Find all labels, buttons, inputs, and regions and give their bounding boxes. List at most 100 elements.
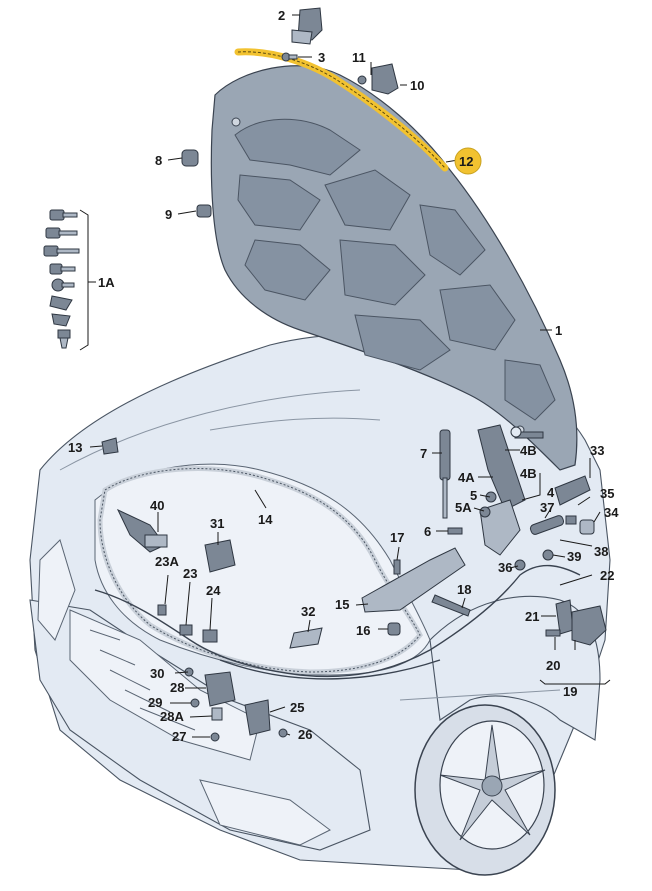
callout-23A: 23A <box>155 554 179 569</box>
callout-25: 25 <box>290 700 304 715</box>
cover-cap <box>204 539 236 573</box>
callout-1A: 1A <box>98 275 115 290</box>
hood-panel <box>210 65 578 471</box>
callout-11: 11 <box>352 50 366 65</box>
bolt-icon <box>357 75 367 85</box>
bolt-icon <box>447 527 463 535</box>
clip-23a <box>157 604 167 616</box>
callout-40: 40 <box>150 498 164 513</box>
release-cable <box>94 564 581 678</box>
bracket-23 <box>179 624 193 636</box>
callout-19: 19 <box>563 684 577 699</box>
bracket-33 <box>554 475 591 506</box>
callout-labels: 2 3 11 10 12 8 9 1A 1 13 7 4B 33 4A 4B 4… <box>68 8 619 744</box>
callout-12-highlight-badge <box>454 147 482 175</box>
callout-37: 37 <box>540 500 554 515</box>
callout-16: 16 <box>356 623 370 638</box>
callout-10: 10 <box>410 78 424 93</box>
callout-33: 33 <box>590 443 604 458</box>
callout-23: 23 <box>183 566 197 581</box>
hood-lock <box>204 671 236 721</box>
buffer-stop-icon <box>196 204 212 218</box>
callout-15: 15 <box>335 597 349 612</box>
callout-7: 7 <box>420 446 427 461</box>
bolt-icon <box>545 629 561 637</box>
gas-strut <box>439 429 451 519</box>
rubber-buffer-icon <box>181 149 199 167</box>
bolt-icon <box>281 52 298 62</box>
callout-32: 32 <box>301 604 315 619</box>
callout-9: 9 <box>165 207 172 222</box>
lock-cylinder <box>529 515 565 535</box>
callout-8: 8 <box>155 153 162 168</box>
callout-29: 29 <box>148 695 162 710</box>
clip-18 <box>431 594 471 617</box>
callout-4: 4 <box>547 485 555 500</box>
clip-36 <box>514 559 526 571</box>
washer-icon <box>510 426 522 438</box>
callout-12: 12 <box>459 154 473 169</box>
screw-icon <box>51 278 75 292</box>
callout-20: 20 <box>546 658 560 673</box>
cover-strip <box>361 547 466 613</box>
callout-13: 13 <box>68 440 82 455</box>
callout-5A: 5A <box>455 500 472 515</box>
callout-14: 14 <box>258 512 273 527</box>
bolt-icon <box>485 491 497 503</box>
buffer-34 <box>579 519 595 535</box>
callout-24: 24 <box>206 583 221 598</box>
hood-seal-strip-outline <box>237 51 446 169</box>
front-wheel <box>414 704 556 876</box>
callout-3: 3 <box>318 50 325 65</box>
callout-38: 38 <box>594 544 608 559</box>
callout-2: 2 <box>278 8 285 23</box>
callout-4B-upper: 4B <box>520 443 537 458</box>
leader-lines <box>89 14 611 738</box>
callout-28: 28 <box>170 680 184 695</box>
bolt-icon <box>278 728 288 738</box>
release-cable-secondary <box>219 659 441 680</box>
callout-21: 21 <box>525 609 539 624</box>
callout-34: 34 <box>604 505 619 520</box>
callout-36: 36 <box>498 560 512 575</box>
bolt-icon <box>210 732 220 742</box>
hood-striker <box>371 63 399 95</box>
callout-30: 30 <box>150 666 164 681</box>
hood-inner-panels <box>231 117 556 435</box>
callout-6: 6 <box>424 524 431 539</box>
bracket-25 <box>244 699 271 736</box>
engine-bay-seal-edge <box>99 468 421 673</box>
bolt-icon <box>190 698 200 708</box>
callout-27: 27 <box>172 729 186 744</box>
callout-17: 17 <box>390 530 404 545</box>
bolt-icon <box>393 559 401 575</box>
clip-35 <box>565 515 577 525</box>
callout-5: 5 <box>470 488 477 503</box>
callout-22: 22 <box>600 568 614 583</box>
bolt-icon <box>542 549 554 561</box>
bolt-icon <box>43 245 80 257</box>
lock-unit-right <box>555 599 607 646</box>
callout-35: 35 <box>600 486 614 501</box>
hood-hinge-upper <box>291 7 323 45</box>
callout-31: 31 <box>210 516 224 531</box>
clip-icon <box>51 313 71 327</box>
front-bumper <box>29 539 371 851</box>
clip-icon <box>101 437 119 455</box>
nut-icon <box>479 506 491 518</box>
callout-26: 26 <box>298 727 312 742</box>
callout-4B-lower: 4B <box>520 466 537 481</box>
release-lever <box>116 508 168 553</box>
buffer-16 <box>387 622 401 636</box>
fastener-set-1a <box>43 209 96 351</box>
callout-1: 1 <box>555 323 562 338</box>
bolt-icon <box>49 209 78 221</box>
screw-icon <box>49 263 76 275</box>
holder-24 <box>202 629 218 643</box>
callout-18: 18 <box>457 582 471 597</box>
clip-icon <box>49 295 73 311</box>
callout-28A: 28A <box>160 709 184 724</box>
insulation-piece <box>289 627 323 649</box>
callout-4A: 4A <box>458 470 475 485</box>
